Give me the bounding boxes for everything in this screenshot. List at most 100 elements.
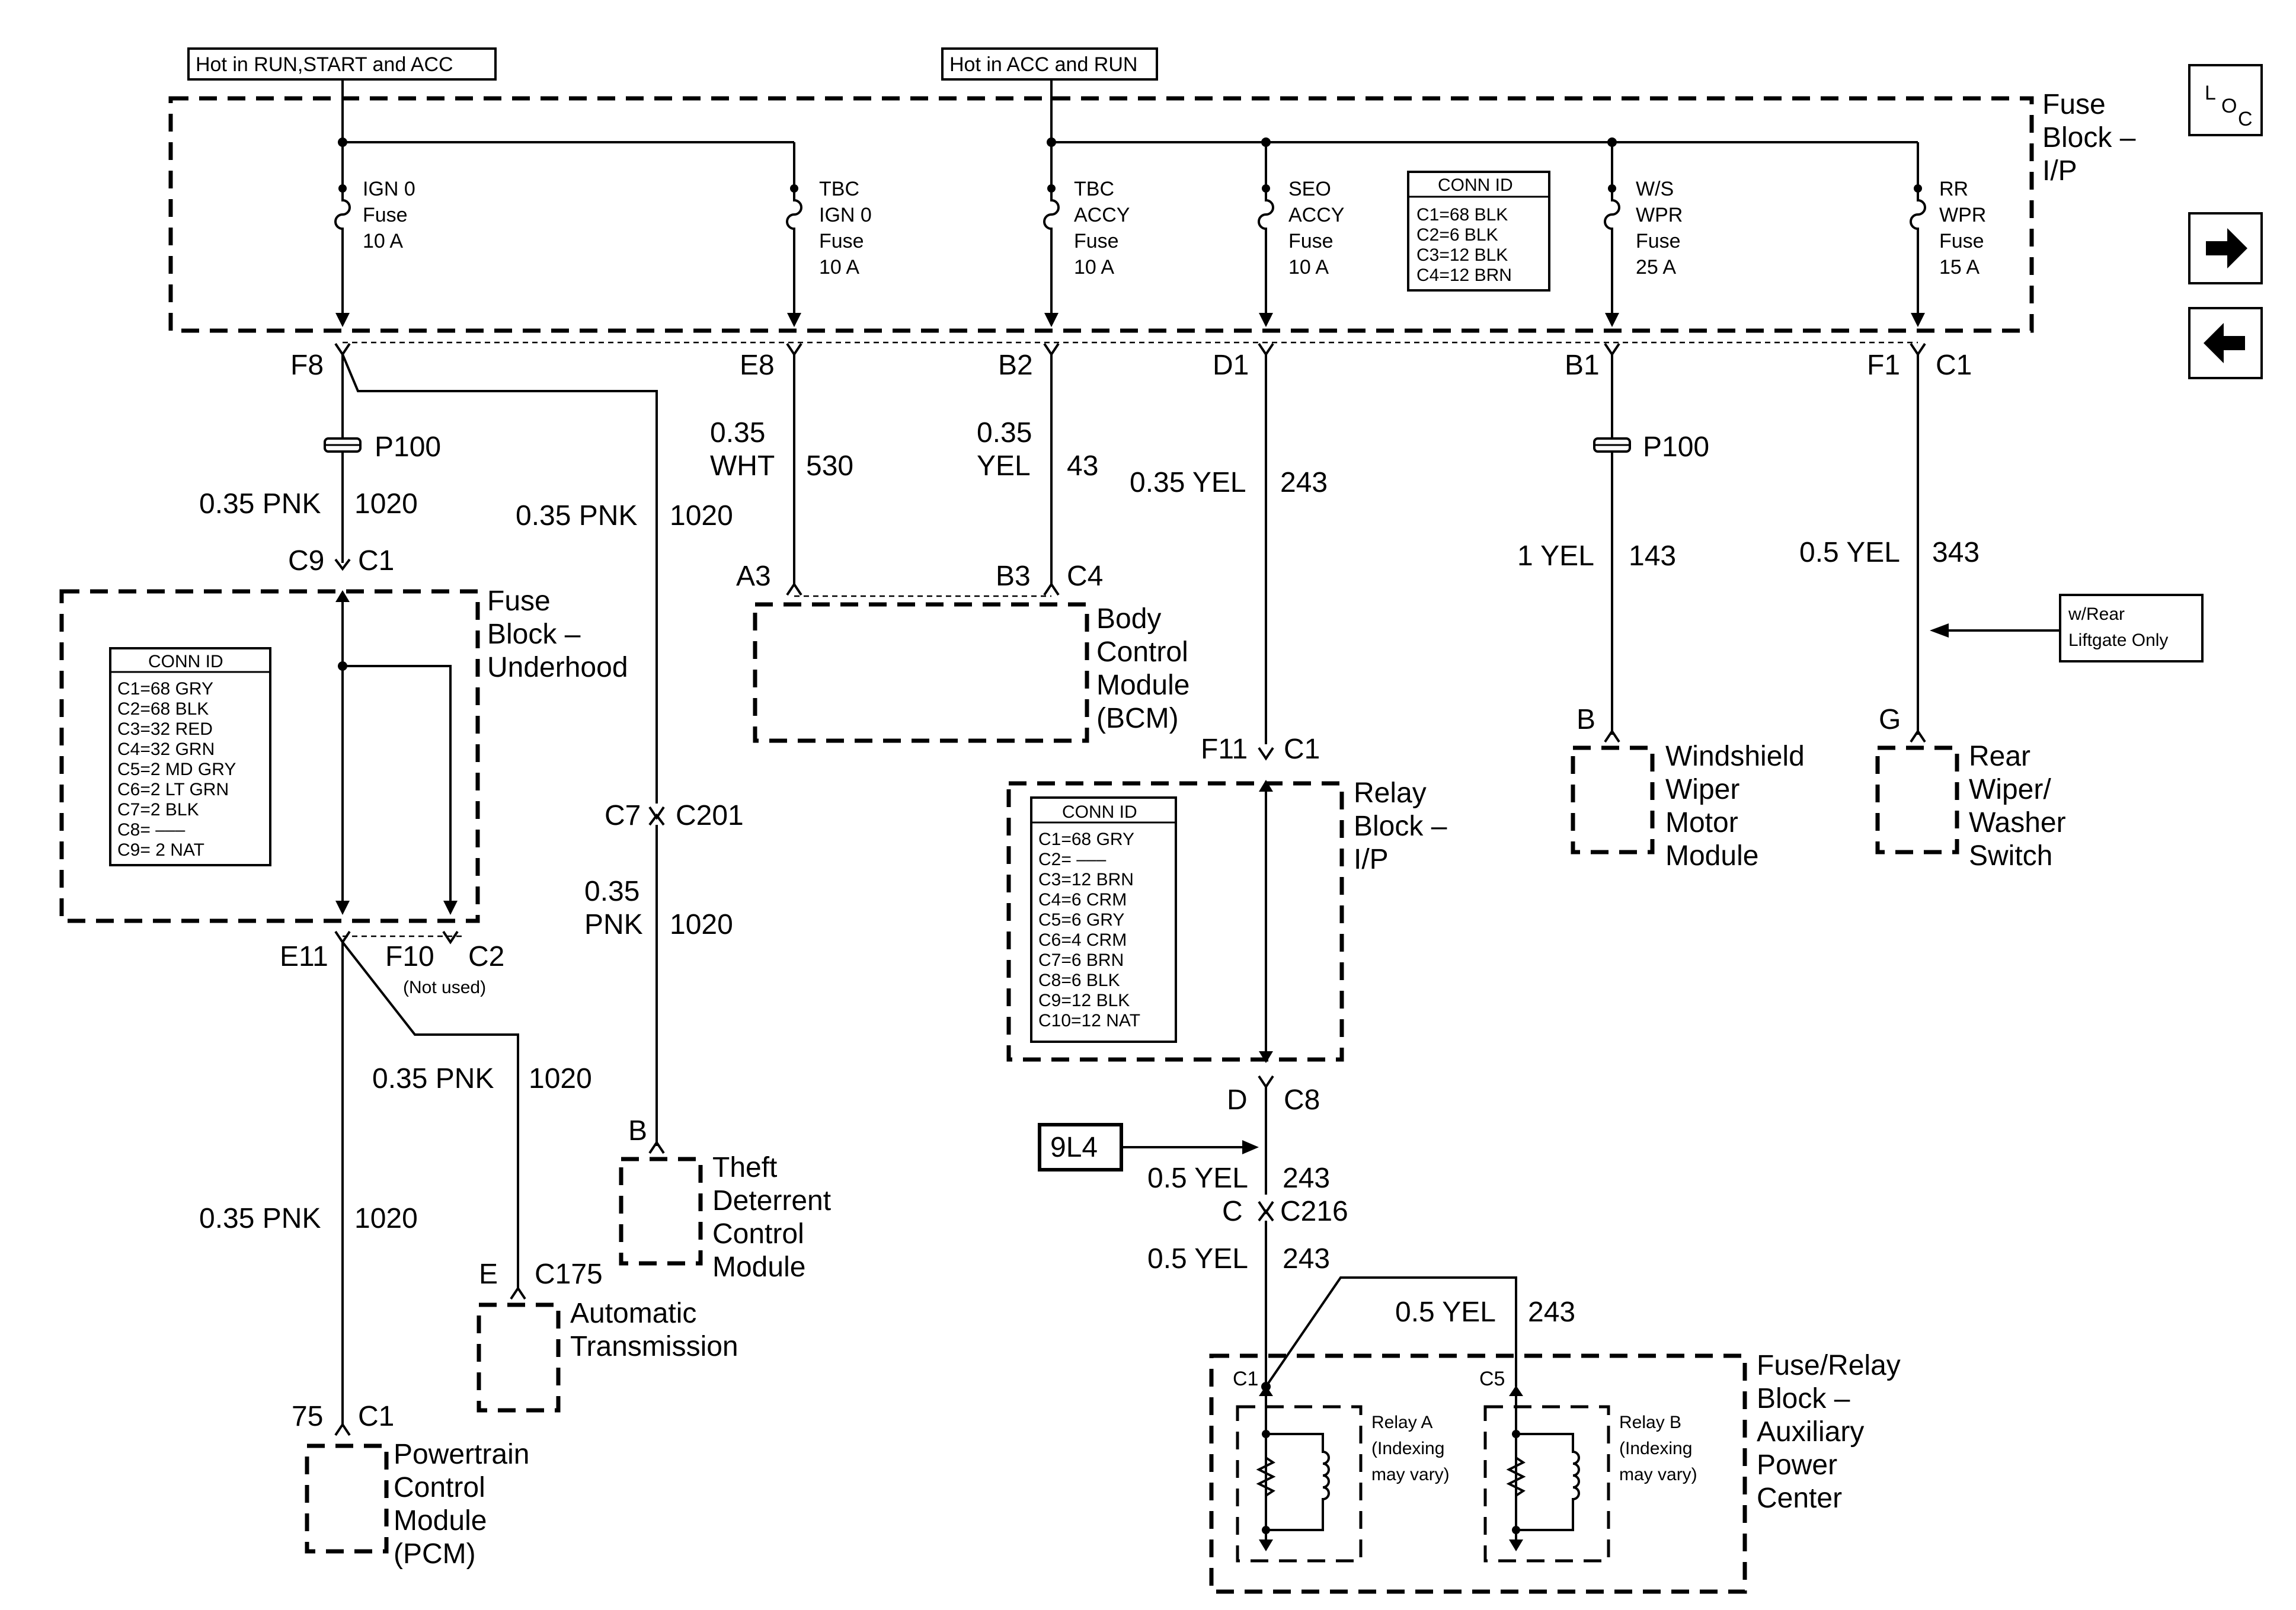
svg-text:may vary): may vary) xyxy=(1371,1465,1450,1484)
svg-text:Block –: Block – xyxy=(1757,1383,1850,1414)
loc-C: C xyxy=(2238,108,2253,130)
svg-text:Wiper/: Wiper/ xyxy=(1969,774,2051,805)
svg-text:C10=12 NAT: C10=12 NAT xyxy=(1038,1011,1140,1030)
svg-text:C6=4 CRM: C6=4 CRM xyxy=(1038,930,1127,950)
svg-text:(PCM): (PCM) xyxy=(394,1538,476,1570)
svg-text:C4=32 GRN: C4=32 GRN xyxy=(117,740,215,759)
svg-text:Fuse: Fuse xyxy=(1288,230,1334,252)
svg-text:D1: D1 xyxy=(1213,350,1249,381)
svg-text:F8: F8 xyxy=(290,350,324,381)
svg-text:C7=6 BRN: C7=6 BRN xyxy=(1038,950,1124,970)
aux-power-center-outline xyxy=(1209,1353,1747,1594)
svg-text:Fuse/Relay: Fuse/Relay xyxy=(1757,1350,1901,1381)
svg-text:C4: C4 xyxy=(1067,561,1103,592)
ref-9l4-button[interactable]: 9L4 xyxy=(1038,1123,1123,1172)
not-used-note: (Not used) xyxy=(403,978,486,997)
circuit-label: 243 xyxy=(1283,1163,1330,1194)
svg-text:G: G xyxy=(1879,704,1901,735)
arrow-right-icon xyxy=(2206,228,2247,268)
svg-text:Module: Module xyxy=(394,1505,487,1537)
automatic-transmission-outline xyxy=(477,1302,561,1413)
fuse-seo-accy: SEO ACCY Fuse 10 A xyxy=(1258,178,1344,327)
svg-text:10 A: 10 A xyxy=(363,230,403,252)
svg-text:Theft: Theft xyxy=(712,1152,777,1183)
svg-text:C1=68 GRY: C1=68 GRY xyxy=(1038,830,1134,849)
circuit-label: 143 xyxy=(1629,540,1676,572)
svg-text:Fuse: Fuse xyxy=(363,204,408,226)
fuse-tbc-ign0: TBC IGN 0 Fuse 10 A xyxy=(786,178,872,327)
loc-L: L xyxy=(2205,82,2216,104)
svg-text:D: D xyxy=(1227,1084,1248,1116)
svg-text:SEO: SEO xyxy=(1288,178,1331,200)
svg-text:Block –: Block – xyxy=(2042,122,2136,153)
splice-p100-left: P100 xyxy=(324,431,441,463)
svg-text:CONN ID: CONN ID xyxy=(148,652,223,671)
svg-text:B2: B2 xyxy=(998,350,1033,381)
aux-power-center-title: Fuse/Relay Block – Auxiliary Power Cente… xyxy=(1757,1350,1901,1514)
svg-text:Control: Control xyxy=(1096,636,1188,668)
wire-label: 0.35 PNK xyxy=(372,1063,494,1094)
svg-text:F10: F10 xyxy=(385,941,434,972)
circuit-label: 43 xyxy=(1067,450,1098,482)
svg-text:Motor: Motor xyxy=(1665,807,1738,838)
wire-label: 0.35 PNK xyxy=(516,500,637,532)
svg-text:Windshield: Windshield xyxy=(1665,741,1805,772)
svg-text:CONN ID: CONN ID xyxy=(1062,802,1137,822)
fuse-block-underhood-title: Fuse Block – Underhood xyxy=(487,585,628,683)
fuse-block-underhood-outline xyxy=(59,589,480,923)
wire-label: 1 YEL xyxy=(1517,540,1594,572)
svg-text:WPR: WPR xyxy=(1939,204,1986,226)
relay-a: Relay A (Indexing may vary) xyxy=(1236,1385,1450,1563)
rear-wiper-switch-label: Rear Wiper/ Washer Switch xyxy=(1969,741,2066,872)
svg-text:C8= –––: C8= ––– xyxy=(117,820,186,840)
svg-text:Automatic: Automatic xyxy=(570,1298,696,1329)
wire-label: YEL xyxy=(977,450,1031,482)
circuit-label: 343 xyxy=(1932,537,1980,568)
fuse-rr-wpr: RR WPR Fuse 15 A xyxy=(1910,178,1986,327)
svg-text:C9= 2 NAT: C9= 2 NAT xyxy=(117,840,204,860)
svg-text:C7: C7 xyxy=(605,800,641,831)
fuse-ws-wpr: W/S WPR Fuse 25 A xyxy=(1604,178,1683,327)
svg-text:Fuse: Fuse xyxy=(487,585,551,617)
svg-text:ACCY: ACCY xyxy=(1288,204,1344,226)
svg-text:9L4: 9L4 xyxy=(1050,1132,1098,1163)
rear-wiper-switch-outline xyxy=(1875,745,1959,854)
loc-button[interactable]: L O C xyxy=(2188,64,2263,136)
svg-text:RR: RR xyxy=(1939,178,1968,200)
svg-text:Liftgate Only: Liftgate Only xyxy=(2068,630,2168,650)
svg-text:ACCY: ACCY xyxy=(1074,204,1130,226)
svg-text:Hot in ACC and RUN: Hot in ACC and RUN xyxy=(949,53,1137,76)
wire-label: 0.35 YEL xyxy=(1130,467,1246,498)
svg-text:Power: Power xyxy=(1757,1449,1837,1481)
wire-label: 0.5 YEL xyxy=(1147,1243,1248,1275)
conn-id-table-underhood: CONN ID C1=68 GRY C2=68 BLK C3=32 RED C4… xyxy=(109,647,271,866)
svg-text:C4=6 CRM: C4=6 CRM xyxy=(1038,890,1127,910)
pcm-label: Powertrain Control Module (PCM) xyxy=(394,1439,529,1570)
svg-text:C6=2 LT GRN: C6=2 LT GRN xyxy=(117,780,229,799)
svg-text:C8=6 BLK: C8=6 BLK xyxy=(1038,971,1120,990)
circuit-label: 243 xyxy=(1283,1243,1330,1275)
svg-text:TBC: TBC xyxy=(1074,178,1114,200)
pins-fuse-block-ip: F8 E8 B2 D1 B1 F1 C1 xyxy=(290,343,1972,381)
svg-text:Fuse: Fuse xyxy=(1939,230,1984,252)
svg-text:Powertrain: Powertrain xyxy=(394,1439,529,1470)
label-hot-acc-run: Hot in ACC and RUN xyxy=(941,47,1158,81)
relay-b: Relay B (Indexing may vary) xyxy=(1483,1385,1697,1563)
circuit-label: 530 xyxy=(806,450,853,482)
svg-text:Center: Center xyxy=(1757,1483,1842,1514)
wire-label: 0.35 xyxy=(584,876,639,907)
prev-page-button[interactable] xyxy=(2188,307,2263,379)
svg-text:Deterrent: Deterrent xyxy=(712,1185,831,1217)
loc-O: O xyxy=(2221,95,2237,117)
svg-text:10 A: 10 A xyxy=(1074,256,1114,279)
svg-text:P100: P100 xyxy=(375,431,441,463)
next-page-button[interactable] xyxy=(2188,212,2263,284)
svg-text:B: B xyxy=(628,1115,647,1147)
svg-text:Fuse: Fuse xyxy=(1074,230,1119,252)
svg-text:Washer: Washer xyxy=(1969,807,2066,838)
svg-text:Block –: Block – xyxy=(1354,811,1447,842)
svg-text:C3=12 BLK: C3=12 BLK xyxy=(1416,245,1508,265)
svg-text:Underhood: Underhood xyxy=(487,652,628,683)
wire-label: 0.5 YEL xyxy=(1147,1163,1248,1194)
wire-label: 0.5 YEL xyxy=(1395,1297,1496,1328)
